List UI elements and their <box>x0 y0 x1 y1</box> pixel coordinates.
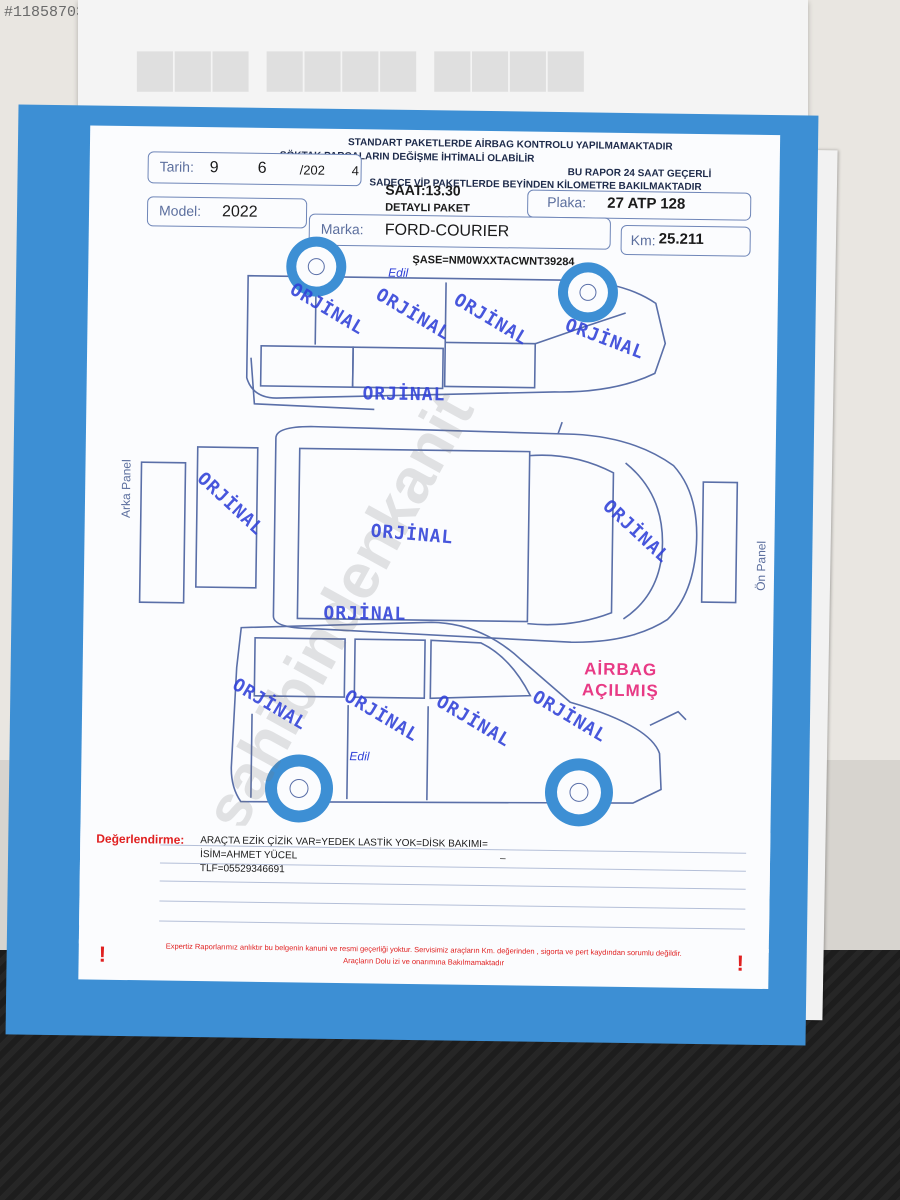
wheel-rear-bottom <box>265 754 334 823</box>
wheel-front-top <box>557 262 618 323</box>
car-top-view <box>138 421 739 644</box>
stamp-orjinal: ORJİNAL <box>362 383 446 406</box>
signature-bottom: Edil <box>349 749 370 764</box>
car-diagrams <box>138 236 739 827</box>
airbag-stamp: AİRBAG AÇILMIŞ <box>570 658 671 701</box>
airbag-line-2: AÇILMIŞ <box>581 680 659 701</box>
airbag-line-1: AİRBAG <box>584 659 658 680</box>
ghost-print: ▆▆▆ ▆▆▆▆ ▆▆▆▆ <box>138 41 587 90</box>
evaluation-section: Değerlendirme: ARAÇTA EZİK ÇİZİK VAR=YED… <box>78 823 771 954</box>
signature-top: Edil <box>388 265 409 280</box>
car-side-bottom-view <box>230 621 687 804</box>
rear-panel-label: Arka Panel <box>118 459 134 519</box>
evaluation-line <box>159 920 746 930</box>
warning-mark-left: ! <box>98 941 107 967</box>
car-side-top-view <box>245 274 667 411</box>
evaluation-dash: – <box>499 853 506 865</box>
evaluation-text-3: TLF=05529346691 <box>199 863 285 876</box>
front-panel-label: Ön Panel <box>753 540 769 591</box>
evaluation-line <box>159 900 746 910</box>
stamp-orjinal: ORJİNAL <box>323 602 407 625</box>
evaluation-text-2: İSİM=AHMET YÜCEL <box>199 849 298 862</box>
wheel-front-bottom <box>544 758 613 827</box>
warning-mark-right: ! <box>736 950 745 976</box>
evaluation-text-1: ARAÇTA EZİK ÇİZİK VAR=YEDEK LASTİK YOK=D… <box>200 835 488 851</box>
evaluation-line <box>159 880 746 890</box>
wheel-rear-top <box>286 236 347 297</box>
expertise-report-form: STANDART PAKETLERDE AİRBAG KONTROLU YAPI… <box>5 104 819 1046</box>
